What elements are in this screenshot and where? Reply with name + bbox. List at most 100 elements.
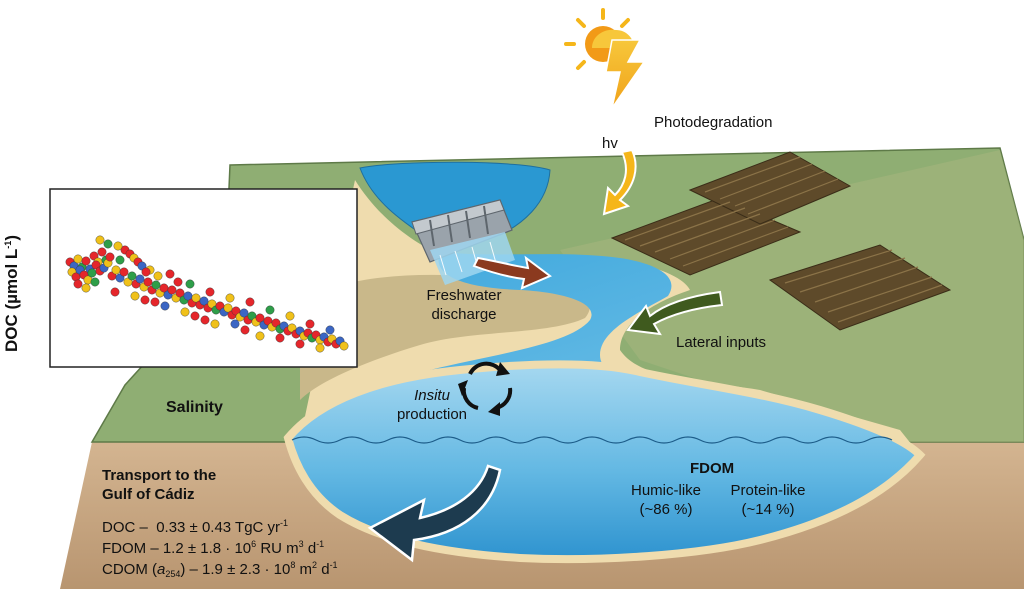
photodegradation-arrow <box>602 148 637 216</box>
scatter-point <box>265 305 275 315</box>
scatter-point <box>245 297 255 307</box>
scatter-point <box>165 269 175 279</box>
scatter-point <box>140 295 150 305</box>
scatter-point <box>255 331 265 341</box>
fdom-title: FDOM <box>690 460 735 477</box>
freshwater-discharge-arrow <box>472 255 552 290</box>
scatter-point <box>105 252 115 262</box>
production-label: production <box>396 406 468 423</box>
cdom-flux-a: a <box>157 561 166 578</box>
scatter-point <box>173 277 183 287</box>
protein-like-name: Protein-like <box>730 482 806 499</box>
cdom-flux-unit2: d <box>317 561 330 578</box>
scatter-point <box>225 293 235 303</box>
scatter-point <box>190 311 200 321</box>
scatter-point <box>153 271 163 281</box>
protein-like-label: Protein-like (~14 %) <box>720 481 816 519</box>
scatter-point <box>180 307 190 317</box>
transport-arrow <box>367 464 502 563</box>
hv-label: hv <box>602 135 618 152</box>
photodegradation-label: Photodegradation <box>654 114 773 131</box>
scatter-point <box>315 343 325 353</box>
scatter-point <box>110 287 120 297</box>
scatter-point <box>127 271 137 281</box>
doc-flux-exp: -1 <box>280 518 289 528</box>
scatter-point <box>111 265 121 275</box>
water-surface-waves <box>291 436 893 444</box>
insitu-production-label: Insitu production <box>384 386 480 424</box>
scatter-point <box>97 247 107 257</box>
scatter-point <box>240 325 250 335</box>
lateral-inputs-label: Lateral inputs <box>676 334 767 351</box>
fdom-flux-name: FDOM – <box>102 540 159 557</box>
scatter-point <box>160 301 170 311</box>
doc-axis-exponent: -1 <box>3 240 13 249</box>
cdom-flux-unit: m <box>295 561 313 578</box>
humic-like-percent: (~86 %) <box>639 501 693 518</box>
scatter-point <box>90 277 100 287</box>
scatter-point <box>81 256 91 266</box>
scatter-point <box>255 313 265 323</box>
scatter-point <box>210 319 220 329</box>
fdom-flux-unit-exp: 3 <box>298 539 304 549</box>
fdom-flux-exp: 6 <box>251 539 257 549</box>
scatter-point <box>191 293 201 303</box>
doc-axis-close: ) <box>2 235 21 241</box>
scatter-point <box>113 241 123 251</box>
protein-like-percent: (~14 %) <box>741 501 795 518</box>
cdom-flux-unit-exp: 2 <box>312 560 318 570</box>
scatter-point <box>141 267 151 277</box>
scatter-point <box>119 267 129 277</box>
scatter-point <box>339 341 349 351</box>
scatter-point <box>87 268 97 278</box>
scatter-point <box>115 255 125 265</box>
doc-axis-unit: µmol L <box>2 248 21 304</box>
humic-like-label: Humic-like (~86 %) <box>618 481 714 519</box>
scatter-inset-points <box>65 235 349 353</box>
insitu-label: Insitu <box>414 387 450 404</box>
cdom-flux-line: CDOM (a254) – 1.9 ± 2.3 · 108 m2 d-1 <box>102 560 338 579</box>
scatter-point <box>167 285 177 295</box>
freshwater-label-line1: Freshwater <box>426 287 502 304</box>
doc-flux-line: DOC – 0.33 ± 0.43 TgC yr-1 <box>102 518 288 537</box>
scatter-point <box>295 339 305 349</box>
scatter-point <box>103 239 113 249</box>
cdom-flux-sub: 254 <box>165 569 181 579</box>
transport-line2: Gulf of Cádiz <box>102 486 195 503</box>
cdom-flux-name: CDOM ( <box>102 561 157 578</box>
sun-icon <box>564 8 646 109</box>
doc-axis-label: DOC (µmol L-1) <box>2 202 26 352</box>
salinity-axis-label: Salinity <box>166 399 223 416</box>
freshwater-label-line2: discharge <box>431 306 497 323</box>
agricultural-fields <box>610 151 952 331</box>
doc-flux-value: 0.33 ± 0.43 TgC yr <box>156 519 281 536</box>
scatter-point <box>230 319 240 329</box>
scatter-point <box>95 235 105 245</box>
scatter-point <box>223 303 233 313</box>
scatter-point <box>73 279 83 289</box>
cdom-flux-exp: 8 <box>290 560 296 570</box>
scatter-point <box>239 308 249 318</box>
doc-axis-main: DOC ( <box>2 303 21 352</box>
fdom-flux-unit: RU m <box>256 540 299 557</box>
scatter-point <box>200 315 210 325</box>
scatter-point <box>199 296 209 306</box>
scatter-point <box>305 319 315 329</box>
scatter-point <box>185 279 195 289</box>
scatter-point <box>130 291 140 301</box>
fdom-flux-unit2: d <box>303 540 317 557</box>
transport-line1: Transport to the <box>102 467 217 484</box>
scatter-point <box>275 333 285 343</box>
cdom-flux-unit2-exp: -1 <box>329 560 338 570</box>
fdom-flux-line: FDOM – 1.2 ± 1.8 · 106 RU m3 d-1 <box>102 539 324 558</box>
scatter-point <box>150 297 160 307</box>
scatter-point <box>325 325 335 335</box>
scatter-point <box>285 311 295 321</box>
dam <box>411 199 515 285</box>
scatter-point <box>81 283 91 293</box>
fdom-flux-unit2-exp: -1 <box>316 539 325 549</box>
fdom-flux-value: 1.2 ± 1.8 · 10 <box>162 540 252 557</box>
freshwater-discharge-label: Freshwater discharge <box>412 286 516 324</box>
